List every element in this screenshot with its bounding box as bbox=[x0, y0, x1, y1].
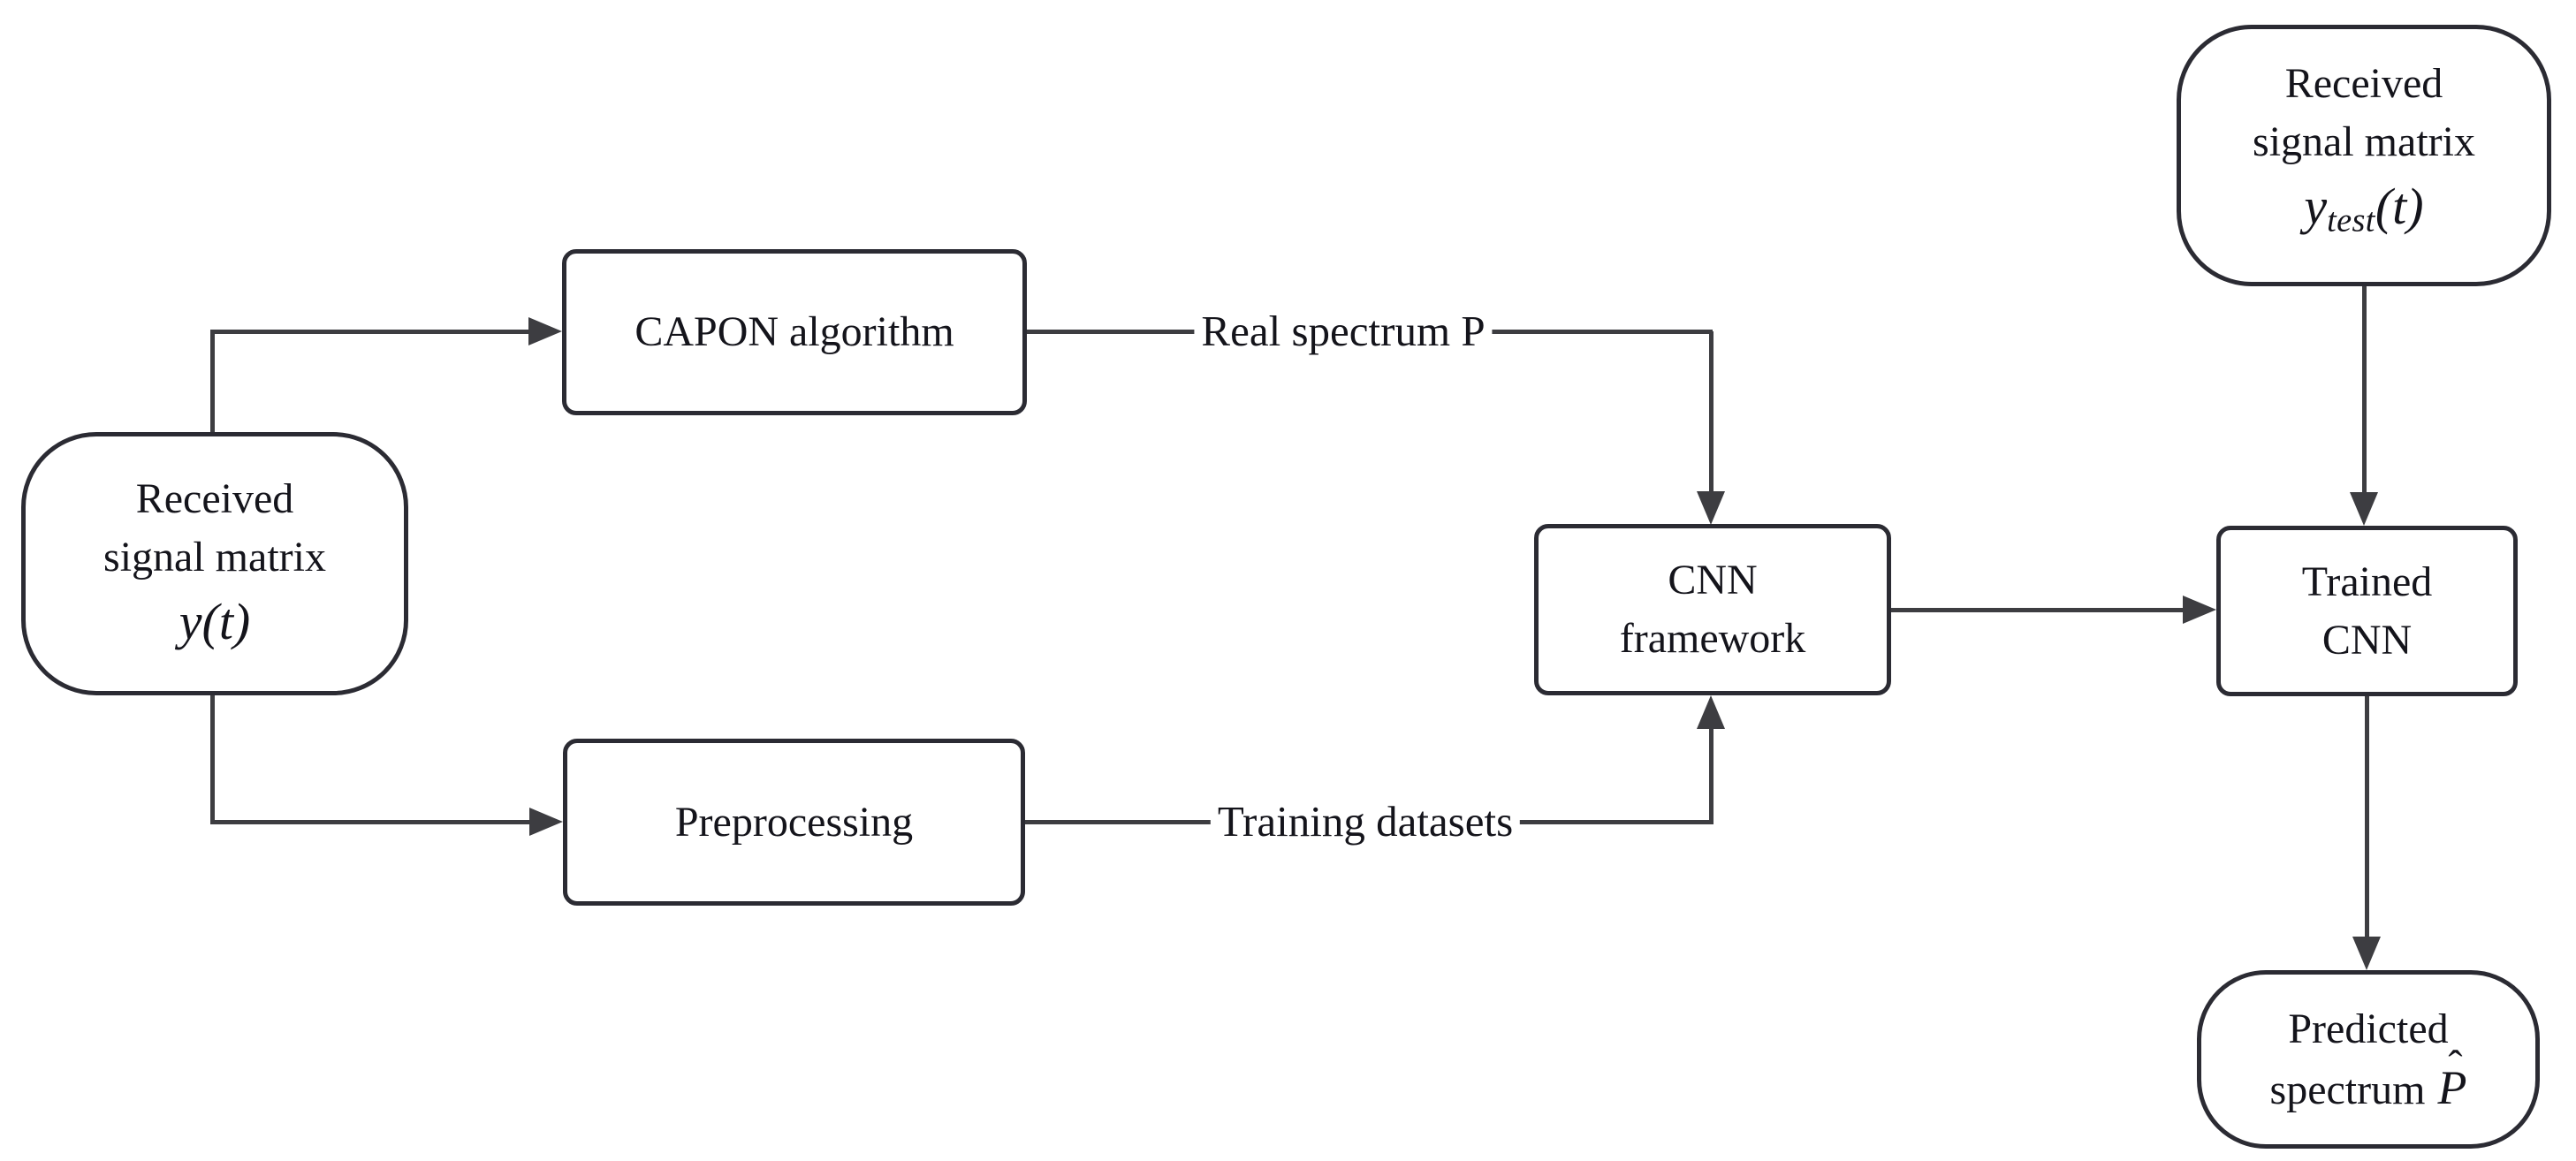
node-label-line: Received bbox=[2284, 60, 2443, 108]
edge-label-training-datasets: Training datasets bbox=[1210, 794, 1521, 849]
node-label-line: CNN bbox=[2321, 616, 2413, 664]
node-label-line: CNN bbox=[1668, 557, 1758, 603]
node-preprocessing: Preprocessing bbox=[563, 739, 1025, 906]
arrowhead-into-capon bbox=[528, 317, 562, 345]
node-label-line: signal matrix bbox=[2253, 118, 2475, 166]
connector-trained-cnn-to-predicted bbox=[2365, 694, 2369, 938]
connector-input-to-capon bbox=[210, 330, 530, 334]
node-cnn-framework: CNN framework bbox=[1534, 524, 1891, 695]
math-args: (t) bbox=[201, 593, 251, 650]
node-label-text: spectrum bbox=[2269, 1066, 2426, 1113]
edge-label-real-spectrum: Real spectrum P bbox=[1194, 304, 1493, 359]
arrowhead-into-cnn-framework-bottom bbox=[1697, 695, 1725, 729]
connector-cnn-framework-to-trained-cnn bbox=[1891, 608, 2183, 612]
node-received-signal-matrix-input: Received signal matrix y(t) bbox=[21, 432, 408, 695]
math-args: (t) bbox=[2375, 178, 2424, 236]
arrowhead-into-trained-cnn-top bbox=[2350, 492, 2378, 526]
arrowhead-into-trained-cnn bbox=[2183, 596, 2216, 624]
connector-real-spectrum-down bbox=[1709, 331, 1714, 493]
node-trained-cnn: Trained CNN bbox=[2216, 526, 2518, 696]
connector-input-branch-down bbox=[210, 693, 215, 823]
node-math-label: y(t) bbox=[179, 587, 251, 657]
math-symbol: y bbox=[179, 593, 202, 650]
arrowhead-into-predicted-spectrum bbox=[2352, 937, 2381, 970]
connector-test-matrix-to-trained-cnn bbox=[2362, 285, 2367, 494]
node-label-line: Preprocessing bbox=[674, 798, 914, 846]
arrowhead-into-preprocessing bbox=[529, 808, 563, 836]
connector-input-branch-up bbox=[210, 330, 215, 434]
connector-input-to-preprocessing bbox=[210, 820, 531, 824]
math-symbol: P bbox=[2437, 1060, 2467, 1114]
node-label-line: signal matrix bbox=[103, 534, 326, 580]
node-label-line: CAPON algorithm bbox=[635, 308, 954, 355]
node-label-line: framework bbox=[1619, 615, 1806, 662]
arrowhead-into-cnn-framework-top bbox=[1697, 491, 1725, 525]
connector-training-datasets-up bbox=[1709, 727, 1714, 824]
node-label-line: Received bbox=[135, 475, 294, 522]
node-label-line: Trained bbox=[2301, 558, 2433, 605]
node-label-line: Predicted bbox=[2288, 1005, 2449, 1052]
node-math-label: ytest(t) bbox=[2304, 171, 2423, 255]
math-subscript: test bbox=[2327, 201, 2375, 239]
hat-accent: ˆ bbox=[2448, 1042, 2463, 1090]
math-symbol: y bbox=[2304, 178, 2328, 236]
node-capon-algorithm: CAPON algorithm bbox=[562, 249, 1027, 415]
node-received-signal-matrix-test: Received signal matrix ytest(t) bbox=[2177, 25, 2551, 286]
